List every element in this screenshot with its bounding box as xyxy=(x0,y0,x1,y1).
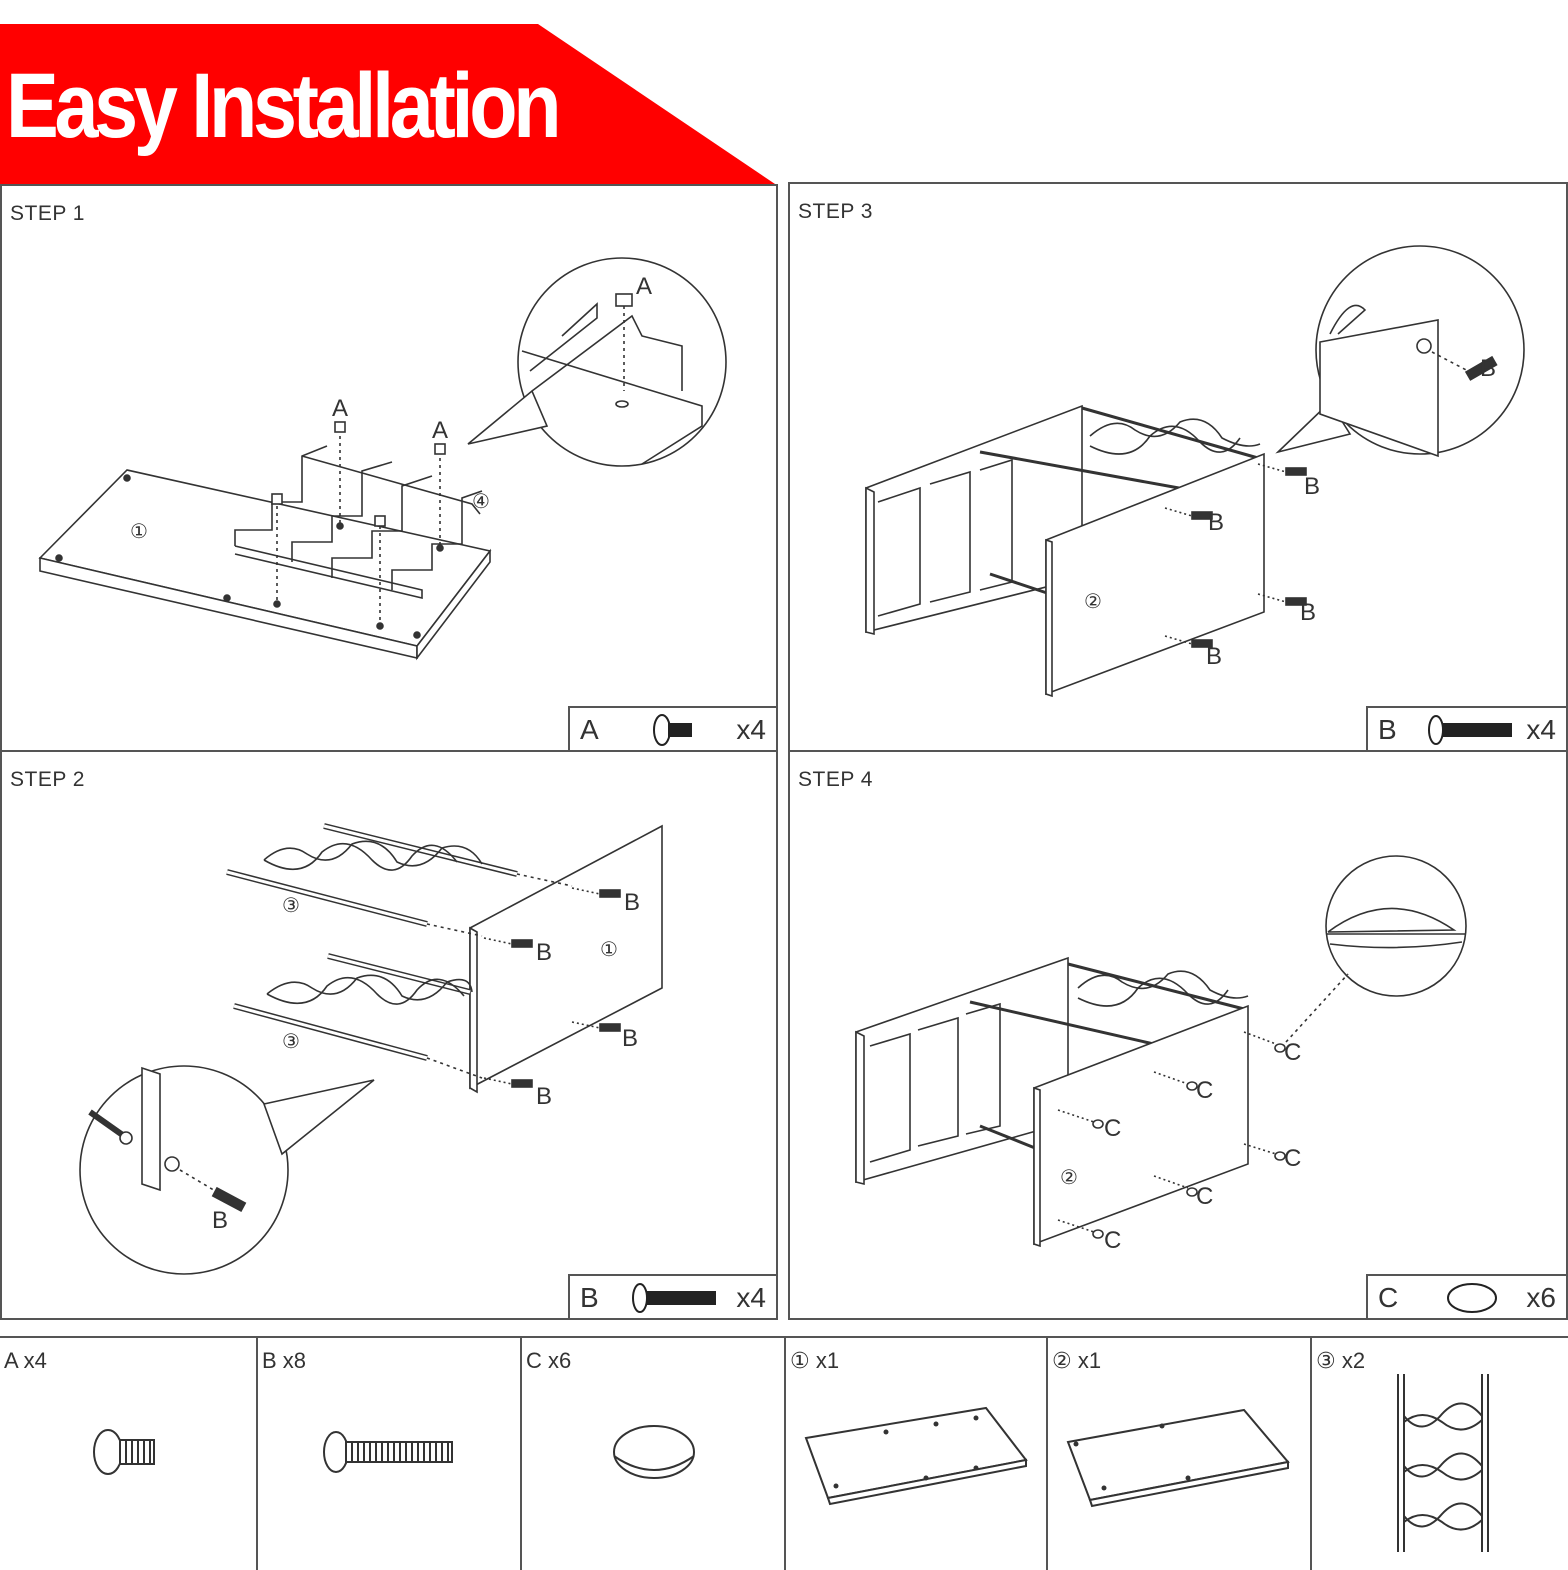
part-cell-2: ② x1 xyxy=(1048,1338,1312,1570)
step-2-panel: STEP 2 xyxy=(0,750,778,1320)
part-label: B x8 xyxy=(262,1348,307,1373)
step-1-diagram: A A A ① ④ xyxy=(38,257,727,661)
part-label: ② x1 xyxy=(1052,1348,1102,1373)
callout-b-1: B xyxy=(1480,355,1496,382)
callout-b-3: B xyxy=(1208,509,1224,536)
callout-b-2: B xyxy=(536,939,552,966)
callout-c-2: C xyxy=(1196,1077,1213,1104)
part-number-3-lower: ③ xyxy=(282,1029,300,1053)
long-screw-icon xyxy=(1428,715,1512,745)
part-cell-b: B x8 xyxy=(258,1338,522,1570)
page-title: Easy Installation xyxy=(6,55,562,157)
part-number-1: ① xyxy=(600,937,618,961)
hardware-quantity: x4 xyxy=(736,714,766,745)
part-number-2: ② xyxy=(1084,589,1102,613)
callout-b-2: B xyxy=(1304,473,1320,500)
part-label: C x6 xyxy=(526,1348,572,1373)
part-number-2: ② xyxy=(1060,1165,1078,1189)
hardware-key: C xyxy=(1378,1282,1399,1313)
callout-b-5: B xyxy=(1206,643,1222,670)
header-banner: Easy Installation xyxy=(0,0,780,190)
wine-rack-icon xyxy=(1397,1374,1489,1552)
part-label: A x4 xyxy=(4,1348,47,1373)
short-screw-icon xyxy=(653,714,692,746)
callout-a-3: A xyxy=(636,273,652,300)
part-cell-c: C x6 xyxy=(522,1338,786,1570)
step-4-diagram: C C C C C C ② xyxy=(855,855,1467,1254)
felt-pad-icon xyxy=(613,1425,695,1479)
callout-c-3: C xyxy=(1104,1115,1121,1142)
hardware-key: B xyxy=(1378,714,1397,745)
step-3-label: STEP 3 xyxy=(798,200,873,223)
callout-b-5: B xyxy=(212,1207,228,1234)
part-label: ① x1 xyxy=(790,1348,840,1373)
long-screw-icon xyxy=(323,1431,453,1473)
felt-pad-icon xyxy=(1447,1283,1497,1313)
hardware-quantity: x4 xyxy=(1526,714,1556,745)
step-2-hardware-legend: B x4 xyxy=(568,1274,776,1318)
board-2-icon xyxy=(1066,1408,1290,1508)
hardware-key: B xyxy=(580,1282,599,1313)
part-cell-3: ③ x2 xyxy=(1312,1338,1568,1570)
step-1-hardware-legend: A x4 xyxy=(568,706,776,750)
part-label: ③ x2 xyxy=(1316,1348,1366,1373)
board-1-icon xyxy=(804,1406,1028,1506)
step-4-label: STEP 4 xyxy=(798,768,873,791)
long-screw-icon xyxy=(632,1283,716,1313)
callout-c-1: C xyxy=(1284,1039,1301,1066)
callout-a-1: A xyxy=(332,395,348,422)
step-1-panel: STEP 1 A A xyxy=(0,184,778,752)
callout-c-6: C xyxy=(1104,1227,1121,1254)
step-2-label: STEP 2 xyxy=(10,768,85,791)
step-3-diagram: B B B B B ② xyxy=(865,245,1525,698)
step-4-panel: STEP 4 C C C C C C xyxy=(788,750,1568,1320)
callout-b-3: B xyxy=(622,1025,638,1052)
callout-b-4: B xyxy=(536,1083,552,1110)
step-2-diagram: B B B B B ① ③ ③ xyxy=(79,823,663,1275)
hardware-quantity: x6 xyxy=(1526,1282,1556,1313)
step-3-hardware-legend: B x4 xyxy=(1366,706,1566,750)
callout-c-4: C xyxy=(1284,1145,1301,1172)
short-screw-icon xyxy=(93,1429,155,1475)
part-cell-1: ① x1 xyxy=(786,1338,1048,1570)
part-number-1: ① xyxy=(130,519,148,543)
hardware-key: A xyxy=(580,714,599,745)
step-1-label: STEP 1 xyxy=(10,202,85,225)
part-cell-a: A x4 xyxy=(0,1338,258,1570)
banner-shape xyxy=(0,24,778,186)
parts-list: A x4 B x8 C x6 ① x1 ② x1 xyxy=(0,1336,1568,1570)
callout-a-2: A xyxy=(432,417,448,444)
part-number-3-upper: ③ xyxy=(282,893,300,917)
callout-b-1: B xyxy=(624,889,640,916)
step-4-hardware-legend: C x6 xyxy=(1366,1274,1566,1318)
banner-background xyxy=(0,24,778,186)
callout-b-4: B xyxy=(1300,599,1316,626)
part-number-4: ④ xyxy=(472,489,490,513)
step-3-panel: STEP 3 B B B xyxy=(788,182,1568,752)
callout-c-5: C xyxy=(1196,1183,1213,1210)
hardware-quantity: x4 xyxy=(736,1282,766,1313)
